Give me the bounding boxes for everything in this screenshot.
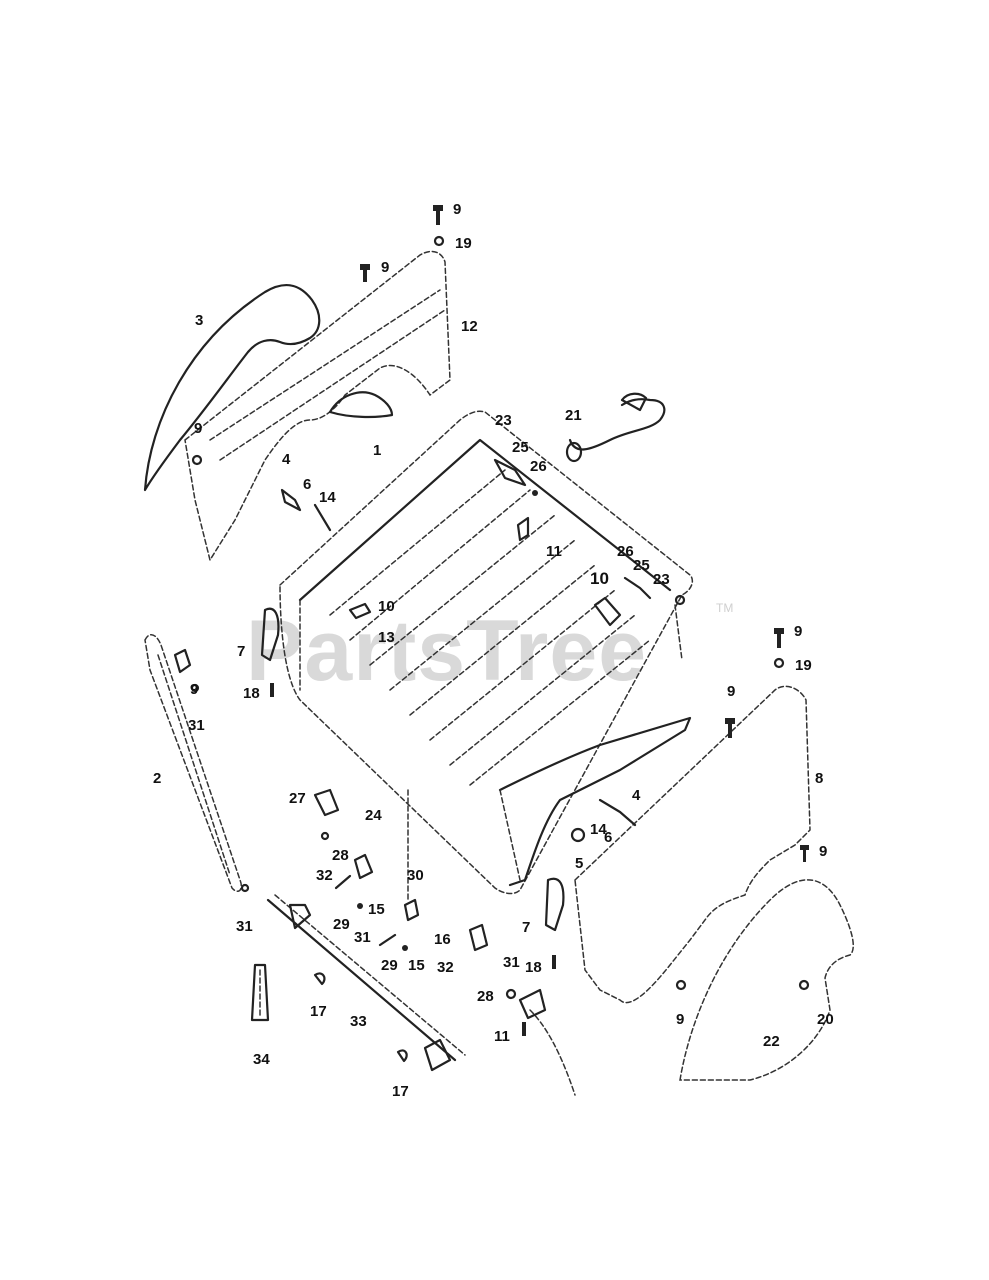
part-label[interactable]: 4 — [282, 451, 291, 468]
seat-slats — [329, 469, 651, 786]
part-label[interactable]: 28 — [477, 988, 494, 1005]
lower-right-handle[interactable] — [518, 988, 576, 1096]
hardware-bolts — [173, 205, 810, 1063]
part-label[interactable]: 26 — [530, 458, 547, 475]
part-label[interactable]: 9 — [727, 683, 735, 700]
part-label[interactable]: 18 — [525, 959, 542, 976]
part-label[interactable]: 31 — [354, 929, 371, 946]
part-label[interactable]: 20 — [817, 1011, 834, 1028]
part-3-left-fender[interactable] — [143, 283, 321, 492]
part-label[interactable]: 34 — [253, 1051, 270, 1068]
part-label[interactable]: 2 — [153, 770, 161, 787]
part-8-right-panel[interactable] — [574, 685, 811, 1004]
part-12-rear-panel[interactable] — [184, 250, 451, 562]
part-label[interactable]: 14 — [590, 821, 607, 838]
part-label[interactable]: 32 — [437, 959, 454, 976]
part-label[interactable]: 23 — [495, 412, 512, 429]
part-label[interactable]: 11 — [494, 1028, 510, 1045]
part-label[interactable]: 33 — [350, 1013, 367, 1030]
part-label[interactable]: 25 — [633, 557, 650, 574]
part-label[interactable]: 9 — [794, 623, 802, 640]
part-label[interactable]: 24 — [365, 807, 382, 824]
part-label[interactable]: 29 — [381, 957, 398, 974]
part-label[interactable]: 9 — [194, 420, 202, 437]
part-label[interactable]: 7 — [237, 643, 245, 660]
part-label[interactable]: 6 — [604, 829, 612, 846]
part-label[interactable]: 17 — [392, 1083, 409, 1100]
part-label[interactable]: 23 — [653, 571, 670, 588]
part-label[interactable]: 19 — [455, 235, 472, 252]
part-label[interactable]: 31 — [188, 717, 205, 734]
part-label[interactable]: 26 — [617, 543, 634, 560]
part-label[interactable]: 9 — [381, 259, 389, 276]
part-label[interactable]: 31 — [236, 918, 253, 935]
part-22-right-fender[interactable] — [679, 879, 854, 1081]
part-label[interactable]: 14 — [319, 489, 336, 506]
part-label[interactable]: 18 — [243, 685, 260, 702]
part-label[interactable]: 9 — [819, 843, 827, 860]
part-label[interactable]: 9 — [676, 1011, 684, 1028]
partstree-watermark: PartsTree — [246, 603, 647, 699]
part-label[interactable]: 28 — [332, 847, 349, 864]
part-label[interactable]: 27 — [289, 790, 306, 807]
part-label[interactable]: 8 — [815, 770, 823, 787]
part-label[interactable]: 6 — [303, 476, 311, 493]
part-21-cable-switch[interactable] — [565, 392, 666, 463]
part-label[interactable]: 32 — [316, 867, 333, 884]
part-label[interactable]: 25 — [512, 439, 529, 456]
part-label[interactable]: 1 — [373, 442, 381, 459]
part-label[interactable]: 21 — [565, 407, 582, 424]
part-label[interactable]: 15 — [368, 901, 385, 918]
part-label[interactable]: 19 — [795, 657, 812, 674]
trademark-mark: TM — [716, 601, 733, 615]
part-label[interactable]: 16 — [434, 931, 451, 948]
part-33-axle[interactable] — [266, 894, 466, 1072]
part-34-strap[interactable] — [250, 963, 270, 1022]
part-label[interactable]: 7 — [522, 919, 530, 936]
part-label[interactable]: 5 — [575, 855, 583, 872]
part-label[interactable]: 9 — [190, 681, 198, 698]
part-label[interactable]: 12 — [461, 318, 478, 335]
part-labels: 9 19 9 12 3 9 4 1 23 25 26 21 6 14 11 26… — [153, 201, 834, 1100]
part-label[interactable]: 10 — [378, 598, 395, 615]
part-label[interactable]: 17 — [310, 1003, 327, 1020]
part-label[interactable]: 15 — [408, 957, 425, 974]
part-label[interactable]: 22 — [763, 1033, 780, 1050]
part-1-main-frame[interactable] — [279, 410, 694, 895]
part-label[interactable]: 3 — [195, 312, 203, 329]
part-label[interactable]: 30 — [407, 867, 424, 884]
part-label[interactable]: 9 — [453, 201, 461, 218]
part-label[interactable]: 4 — [632, 787, 641, 804]
part-label[interactable]: 29 — [333, 916, 350, 933]
part-label[interactable]: 31 — [503, 954, 520, 971]
part-2-left-rail[interactable] — [144, 633, 243, 892]
part-label[interactable]: 13 — [378, 629, 395, 646]
part-label[interactable]: 11 — [546, 543, 562, 560]
part-label[interactable]: 10 — [590, 569, 609, 588]
